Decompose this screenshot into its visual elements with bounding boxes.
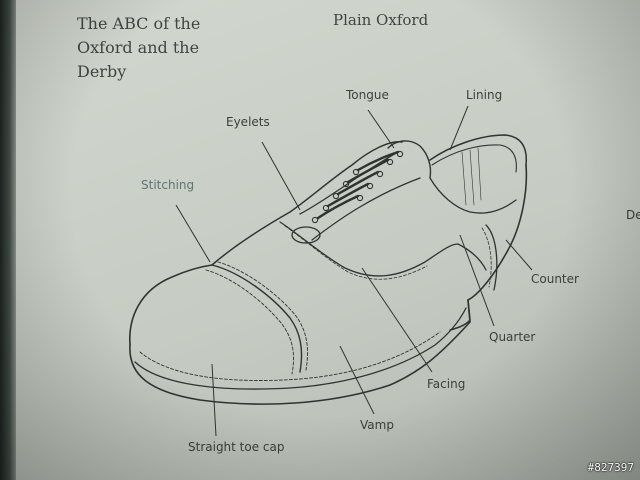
- counter-stitching: [481, 227, 492, 288]
- facing-stitching: [284, 225, 428, 280]
- welt-stitching: [139, 331, 441, 381]
- quarter-seam: [457, 243, 487, 271]
- toe-cap-seam: [211, 264, 303, 373]
- label-quarter: Quarter: [489, 330, 536, 344]
- eyelet-panel-inner: [311, 177, 421, 241]
- eyelet-panel: [299, 151, 399, 215]
- counter-seam: [485, 224, 498, 291]
- toe-cap-stitching-2: [217, 261, 308, 371]
- book-heading: The ABC of the Oxford and the Derby: [77, 14, 201, 81]
- page-edge-shadow: [0, 0, 16, 480]
- toe-outline: [129, 264, 213, 346]
- leader-tongue: [367, 109, 395, 149]
- label-facing: Facing: [427, 377, 466, 391]
- leader-lines: [175, 105, 533, 437]
- tongue-gap: [291, 226, 321, 244]
- leader-vamp: [339, 345, 375, 415]
- toe-cap-stitching: [205, 269, 294, 375]
- quarter-top-edge: [429, 177, 517, 214]
- heel-outline: [467, 164, 528, 301]
- label-edge-fragment: De: [626, 208, 640, 222]
- heel-block: [449, 299, 471, 331]
- label-straight-toe-cap: Straight toe cap: [188, 440, 285, 454]
- label-stitching: Stitching: [141, 178, 195, 192]
- label-eyelets: Eyelets: [226, 115, 270, 129]
- diagram-title: Plain Oxford: [333, 11, 429, 29]
- sole-welt-line: [134, 307, 467, 390]
- eyelet-holes: [311, 150, 404, 224]
- leader-lining: [449, 105, 469, 151]
- leader-eyelets: [261, 141, 301, 211]
- laces: [316, 150, 400, 220]
- label-vamp: Vamp: [360, 418, 394, 432]
- label-tongue: Tongue: [346, 88, 389, 102]
- tongue-outline: [387, 140, 432, 179]
- leader-facing: [361, 267, 433, 373]
- leader-quarter: [459, 234, 495, 327]
- collar-outline: [429, 134, 528, 166]
- lining-outline: [431, 144, 517, 173]
- leader-stitching: [175, 204, 211, 263]
- leader-counter: [505, 239, 533, 271]
- leader-toe-cap: [211, 363, 217, 437]
- label-lining: Lining: [466, 88, 503, 102]
- label-counter: Counter: [531, 272, 579, 286]
- vamp-top-line: [211, 141, 403, 266]
- shoe-sole: [129, 299, 471, 405]
- image-watermark: #827397: [587, 461, 634, 474]
- lining-shading: [461, 147, 482, 206]
- facing-line: [279, 221, 459, 277]
